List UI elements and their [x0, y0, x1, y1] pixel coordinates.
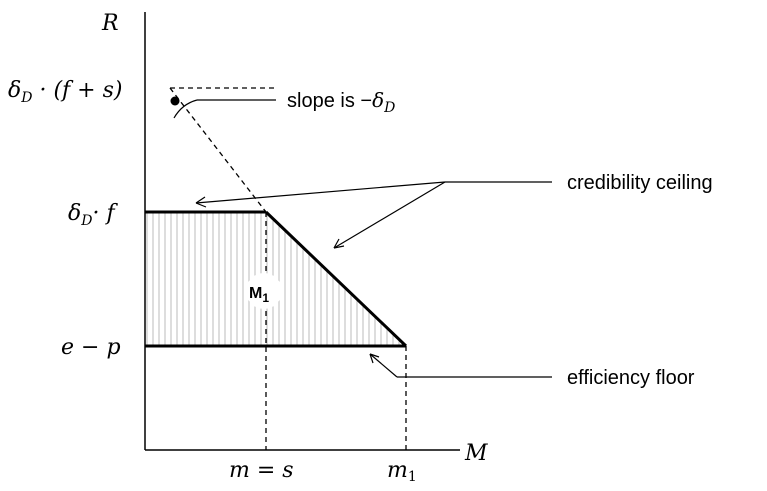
efficiency-floor-label: efficiency floor [567, 367, 695, 389]
slope-arc [173, 99, 198, 119]
slope-dashed-line [169, 87, 267, 213]
y-axis-label: R [101, 11, 119, 36]
region-label-bg [246, 273, 282, 309]
y-tick-ceiling: δD· f [68, 201, 118, 229]
y-tick-f-plus-s: δD · (f + s) [8, 78, 122, 106]
region-label: M1 [249, 285, 269, 305]
y-tick-floor: e − p [61, 335, 121, 360]
ceiling-leader-left [195, 181, 446, 204]
floor-leader-diag [369, 353, 398, 378]
ceiling-arrow-left [195, 196, 207, 208]
slope-annotation: slope is −δD [287, 88, 395, 116]
x-axis-label: M [464, 441, 488, 466]
credibility-ceiling-label: credibility ceiling [567, 172, 713, 194]
ceiling-arrow-right [333, 238, 345, 249]
ceiling-leader-right [333, 181, 446, 249]
floor-arrow [369, 353, 380, 364]
slope-dot [170, 96, 180, 106]
x-tick-m1: m1 [387, 458, 417, 485]
credibility-ceiling-slope [264, 210, 408, 348]
x-tick-m-eq-s: m = s [229, 458, 294, 483]
